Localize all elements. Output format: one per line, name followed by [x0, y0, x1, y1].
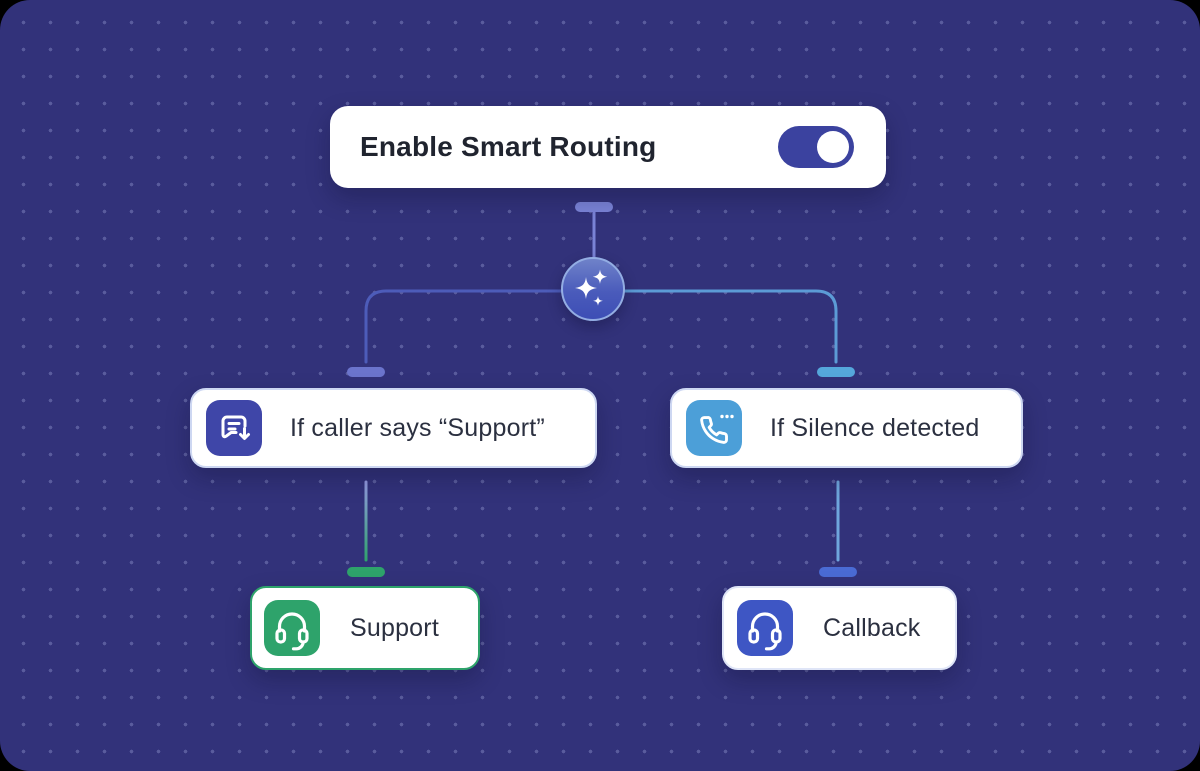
headset-icon: [264, 600, 320, 656]
outcome-label: Callback: [823, 613, 921, 642]
branch-node-caller-says-support[interactable]: If caller says “Support”: [190, 388, 597, 468]
ai-router-node[interactable]: [561, 257, 625, 321]
branch-node-silence-detected[interactable]: If Silence detected: [670, 388, 1023, 468]
left-branch-input-port[interactable]: [347, 367, 385, 377]
outcome-label: Support: [350, 613, 439, 642]
headset-icon: [737, 600, 793, 656]
right-branch-input-port[interactable]: [817, 367, 855, 377]
smart-routing-label: Enable Smart Routing: [360, 131, 657, 162]
outcome-node-callback[interactable]: Callback: [722, 586, 957, 670]
connector-ai-to-left-branch: [364, 289, 568, 364]
smart-routing-node: Enable Smart Routing: [330, 106, 886, 188]
root-output-port[interactable]: [575, 202, 613, 212]
support-input-port[interactable]: [347, 567, 385, 577]
phone-silence-icon: [686, 400, 742, 456]
callback-input-port[interactable]: [819, 567, 857, 577]
sparkles-icon: [575, 269, 608, 306]
chat-transcript-down-icon: [206, 400, 262, 456]
connector-ai-to-right-branch: [620, 289, 838, 364]
branch-label: If caller says “Support”: [290, 413, 545, 442]
branch-label: If Silence detected: [770, 413, 980, 442]
outcome-node-support[interactable]: Support: [250, 586, 480, 670]
smart-routing-toggle[interactable]: [778, 126, 854, 168]
toggle-knob: [817, 131, 849, 163]
